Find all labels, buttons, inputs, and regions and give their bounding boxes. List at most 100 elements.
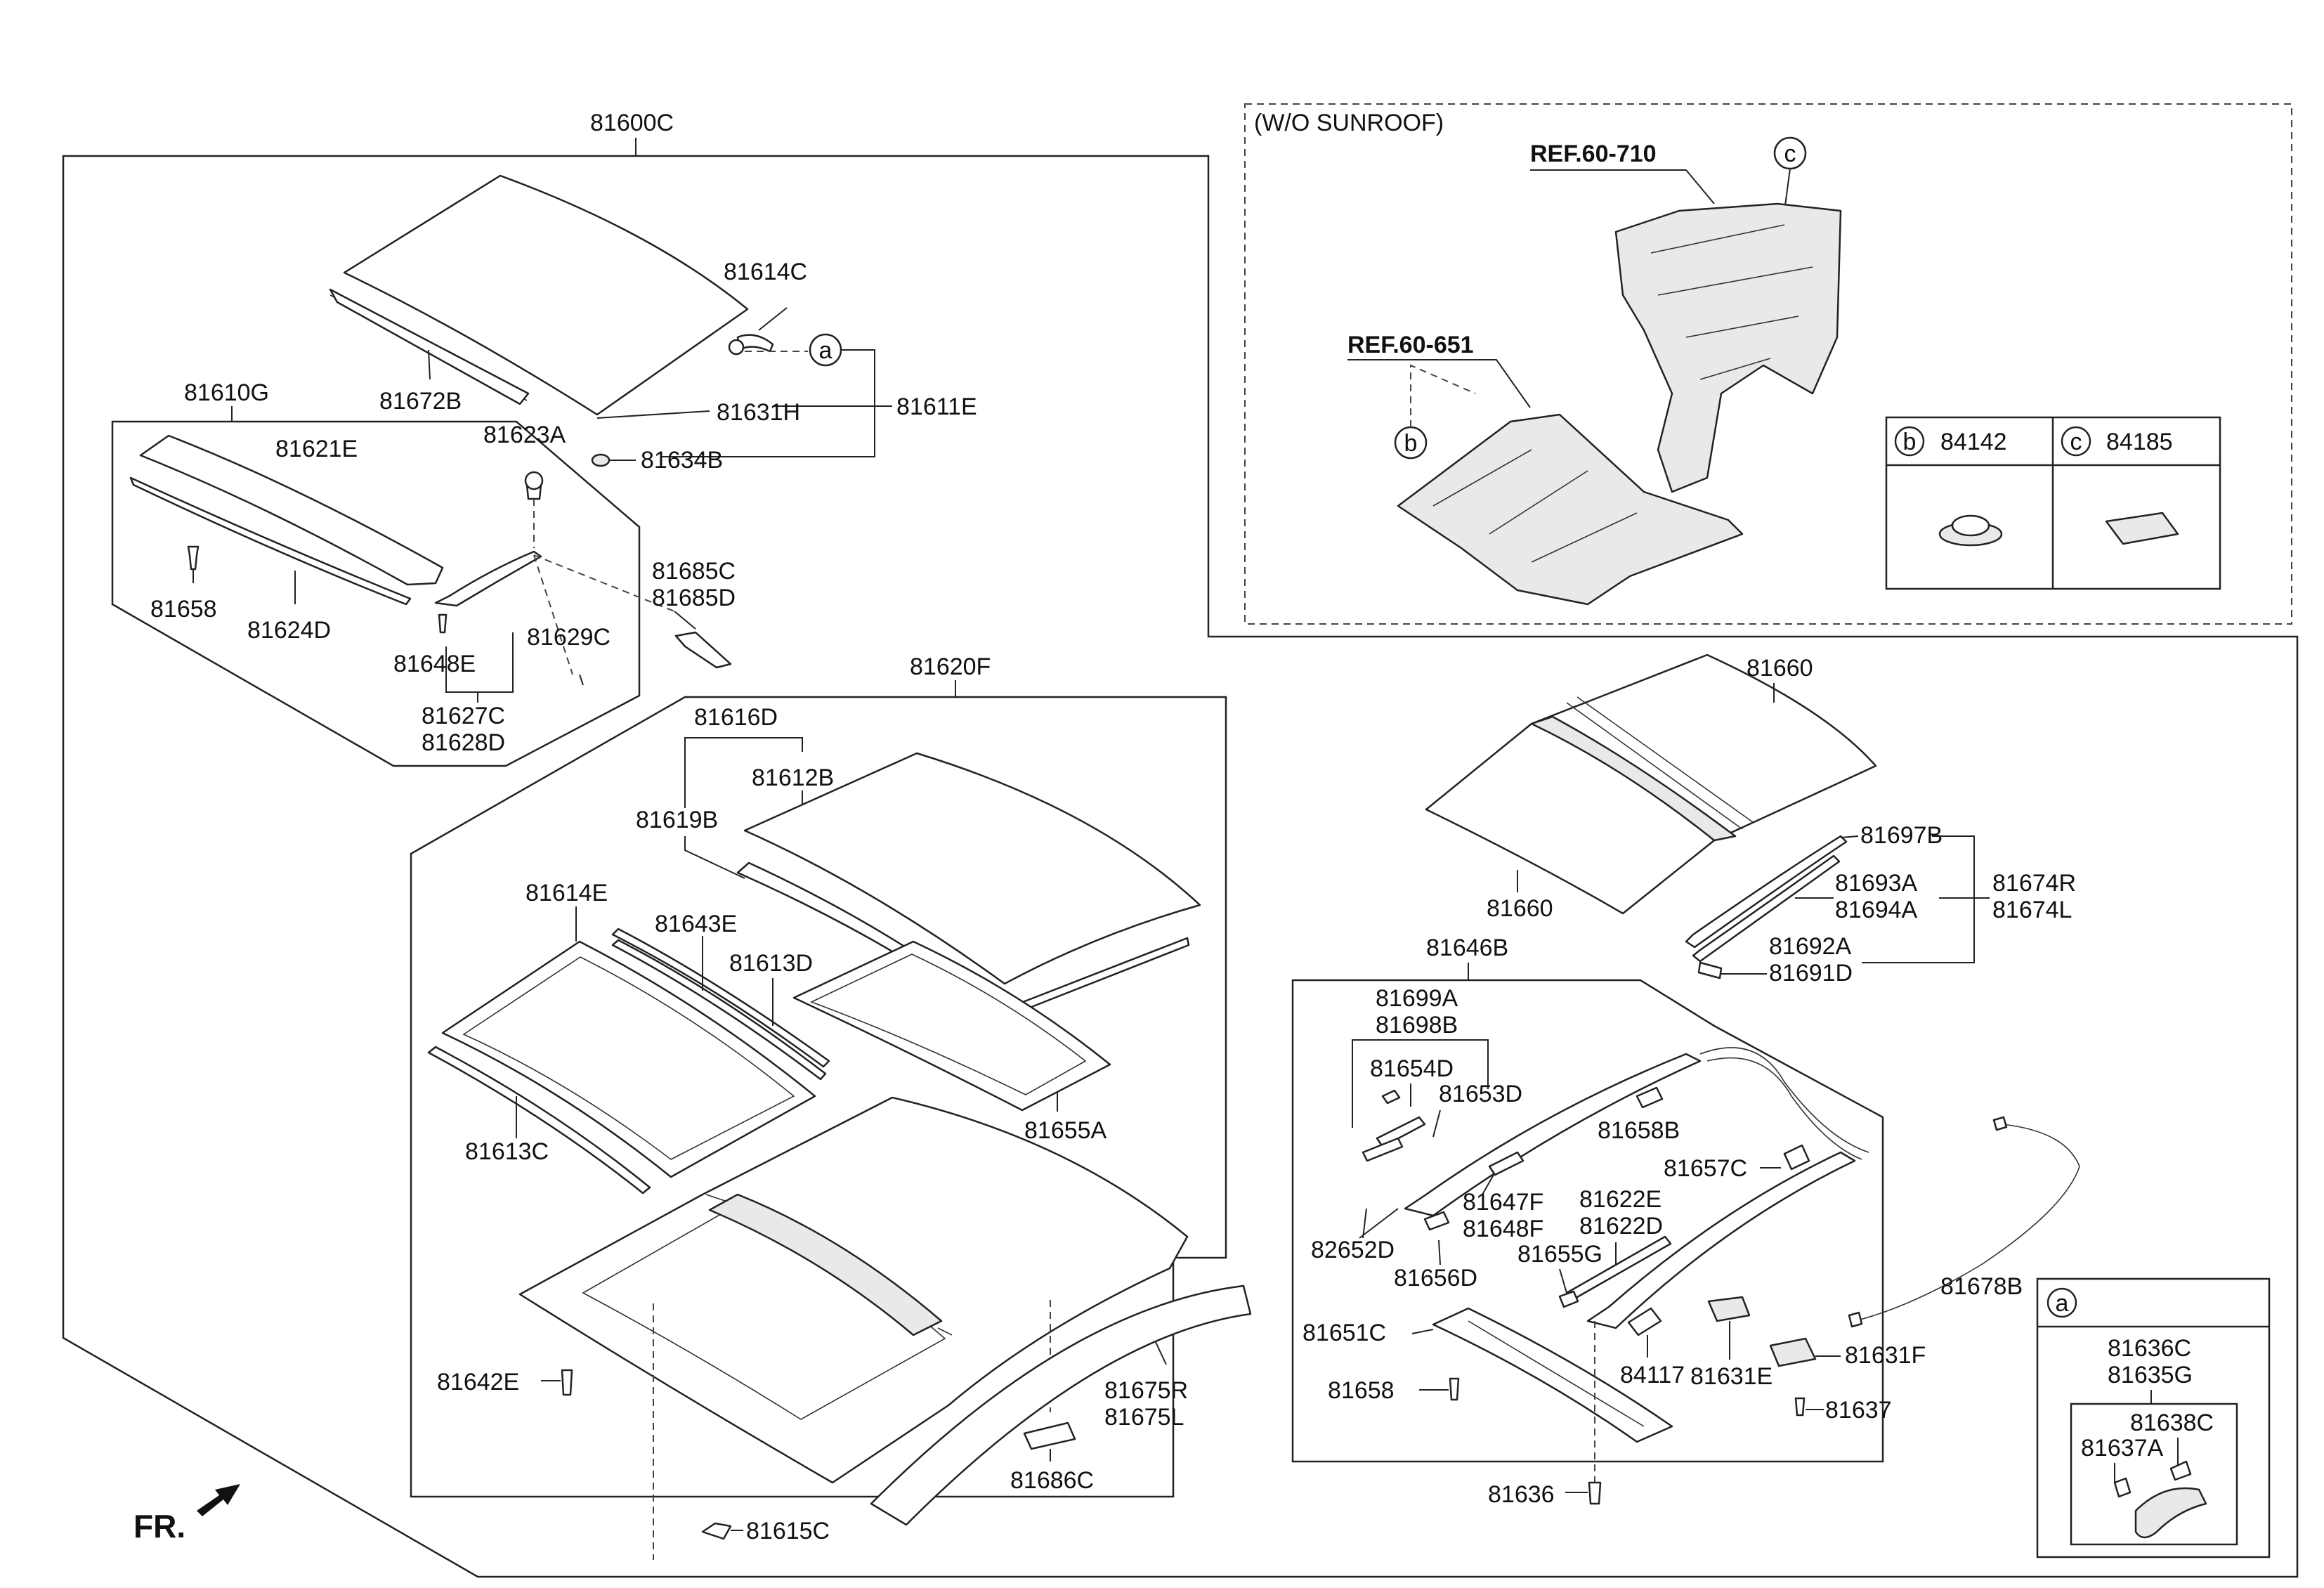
marker-c-legend-text: c <box>2070 429 2082 455</box>
front-arrow-icon <box>197 1484 240 1516</box>
sunroof-opening <box>708 1193 943 1336</box>
label-81653D: 81653D <box>1439 1081 1522 1107</box>
label-81660-top: 81660 <box>1747 655 1813 682</box>
rear-floor-panel <box>1397 413 1744 606</box>
label-81651C: 81651C <box>1303 1320 1386 1346</box>
label-81614C: 81614C <box>724 259 807 285</box>
label-81685C: 81685C <box>652 558 736 585</box>
motor-81685C <box>674 631 732 669</box>
label-81615C: 81615C <box>746 1518 830 1544</box>
pad-84185-icon <box>2105 512 2179 545</box>
frame-81614E <box>441 940 816 1178</box>
front-indicator-label: FR. <box>133 1508 185 1544</box>
seal-81643E <box>611 928 830 1068</box>
marker-a-detail <box>2046 1287 2077 1318</box>
label-81660-bottom: 81660 <box>1487 895 1553 922</box>
label-81610G: 81610G <box>184 379 269 406</box>
label-81636C: 81636C <box>2108 1335 2191 1362</box>
label-81647F: 81647F <box>1463 1189 1543 1216</box>
bolt-81636 <box>1588 1481 1602 1505</box>
label-81631E: 81631E <box>1690 1363 1773 1390</box>
label-81619B: 81619B <box>636 807 718 833</box>
rail-81693A <box>1692 854 1841 963</box>
label-81675L: 81675L <box>1104 1404 1184 1431</box>
label-81698B: 81698B <box>1376 1012 1458 1039</box>
label-81654D: 81654D <box>1370 1055 1454 1082</box>
label-81613D: 81613D <box>729 950 813 977</box>
deflector-group <box>129 434 732 703</box>
plug-81634B <box>591 453 611 467</box>
label-81600C: 81600C <box>590 110 674 136</box>
label-81611E: 81611E <box>896 393 977 420</box>
label-81699A: 81699A <box>1376 985 1458 1012</box>
rail-81697B <box>1685 835 1848 949</box>
label-81686C: 81686C <box>1010 1467 1094 1494</box>
label-81635G: 81635G <box>2108 1362 2193 1388</box>
clip-81692A <box>1697 961 1723 980</box>
trim-81675R <box>870 1284 1252 1526</box>
clip-81655G <box>1558 1290 1579 1308</box>
marker-b-legend-text: b <box>1903 429 1917 455</box>
label-81631H: 81631H <box>717 399 800 426</box>
deflector-81621E <box>139 434 444 586</box>
roof-panel-group: a <box>329 174 892 467</box>
label-81614E: 81614E <box>525 880 608 906</box>
roof-rail-81672B <box>329 288 530 405</box>
label-81685D: 81685D <box>652 585 736 611</box>
quarter-inner-panel <box>1614 202 1842 493</box>
label-81637A: 81637A <box>2081 1435 2164 1462</box>
label-81691D: 81691D <box>1769 960 1853 987</box>
arm-81627C <box>434 550 542 607</box>
detail-a-inner-frame <box>2070 1402 2238 1546</box>
label-84185: 84185 <box>2106 429 2173 455</box>
label-81612B: 81612B <box>752 764 834 791</box>
label-81642E: 81642E <box>437 1369 519 1395</box>
label-81672B: 81672B <box>379 388 462 415</box>
bracket-81699A <box>1362 1137 1404 1162</box>
label-82652D: 82652D <box>1311 1237 1395 1263</box>
glass-81612B <box>743 752 1201 985</box>
label-81638C: 81638C <box>2130 1410 2214 1436</box>
label-81648E: 81648E <box>393 651 476 677</box>
label-81621E: 81621E <box>275 436 358 462</box>
cable-82652D <box>1359 1208 1399 1239</box>
bracket-81657C <box>1783 1144 1810 1171</box>
label-81646B: 81646B <box>1426 935 1508 961</box>
label-81628D: 81628D <box>422 729 505 756</box>
marker-b-ref-text: b <box>1404 430 1418 457</box>
hook-81636C <box>2134 1487 2207 1539</box>
label-81613C: 81613C <box>465 1138 549 1165</box>
seal-81613C <box>427 1046 651 1195</box>
label-81693A: 81693A <box>1835 870 1918 897</box>
motor-81631E <box>1707 1296 1751 1322</box>
label-81658-left: 81658 <box>150 596 217 623</box>
bolt-81642E <box>561 1369 573 1396</box>
label-81623A: 81623A <box>483 422 566 448</box>
marker-c-ref-text: c <box>1784 141 1796 167</box>
label-81675R: 81675R <box>1104 1377 1188 1404</box>
label-81674R: 81674R <box>1992 870 2076 897</box>
marker-c-legend <box>2061 426 2091 457</box>
label-81637: 81637 <box>1825 1397 1892 1424</box>
label-81631F: 81631F <box>1845 1342 1926 1369</box>
label-81692A: 81692A <box>1769 933 1852 960</box>
clip-81615C <box>701 1522 732 1540</box>
marker-a-top-text: a <box>819 337 833 364</box>
label-81634B: 81634B <box>641 447 723 474</box>
label-81616D: 81616D <box>694 704 778 731</box>
label-81658B: 81658B <box>1598 1117 1680 1144</box>
block-81647F <box>1488 1151 1525 1176</box>
label-81678B: 81678B <box>1940 1273 2023 1300</box>
label-81620F: 81620F <box>910 653 991 680</box>
frame-81610G <box>111 420 641 767</box>
clip-81656D <box>1423 1211 1450 1231</box>
motor-81631F <box>1769 1337 1817 1367</box>
block-81658B <box>1636 1086 1664 1109</box>
drive-cable <box>1699 1047 1869 1153</box>
link-81653D <box>1376 1116 1426 1148</box>
ref-60-651: REF.60-651 <box>1347 332 1474 358</box>
label-84142: 84142 <box>1940 429 2007 455</box>
label-81624D: 81624D <box>247 617 331 644</box>
main-assembly-frame <box>62 155 2299 1578</box>
